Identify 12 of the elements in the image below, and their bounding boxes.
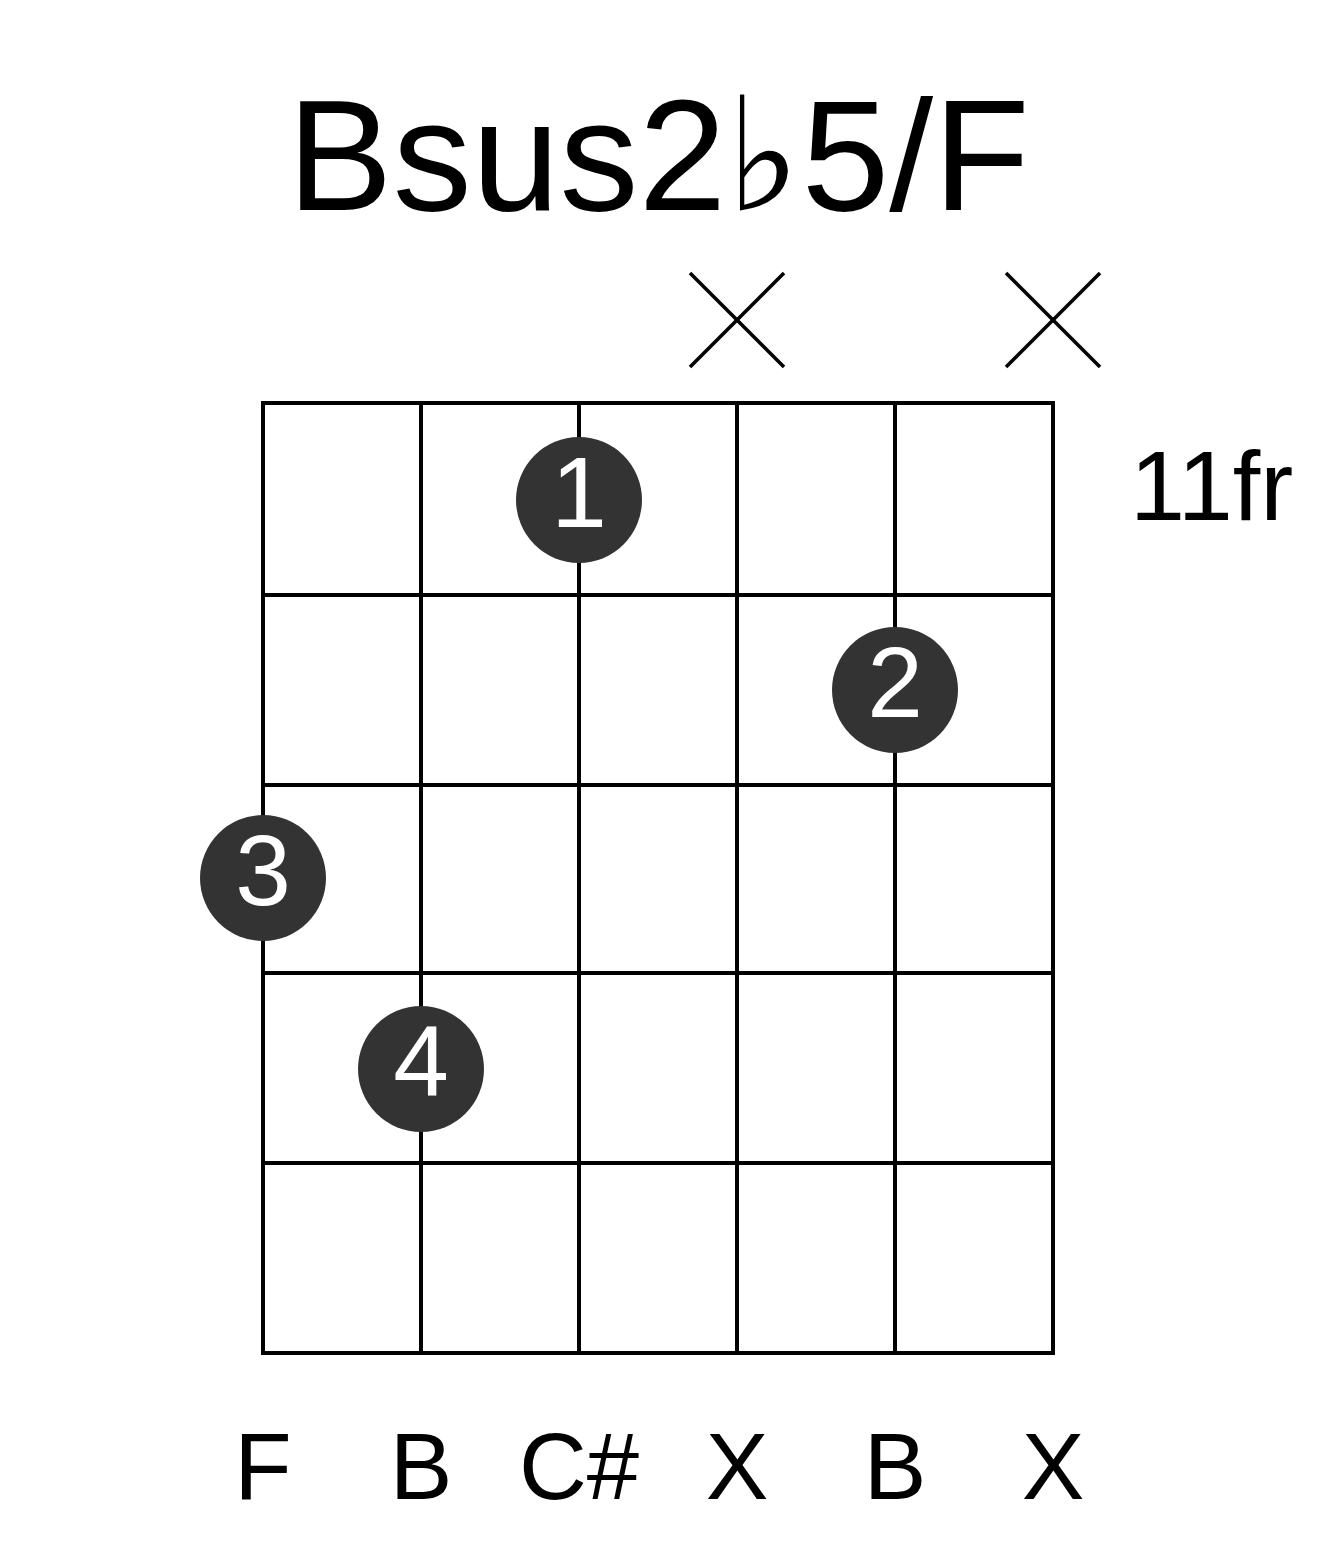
string-note: B	[389, 1420, 453, 1514]
string-note: C#	[518, 1420, 640, 1514]
string-note: F	[234, 1420, 292, 1514]
string-note: X	[1021, 1420, 1085, 1514]
finger-dot: 1	[516, 437, 642, 563]
string-note: B	[863, 1420, 927, 1514]
finger-dot: 2	[832, 627, 958, 753]
finger-dot: 4	[358, 1006, 484, 1132]
chord-title: Bsus2♭5/F	[286, 76, 1031, 234]
finger-dot: 3	[200, 815, 326, 941]
string-note: X	[705, 1420, 769, 1514]
fret-number: 11fr	[1130, 436, 1294, 535]
